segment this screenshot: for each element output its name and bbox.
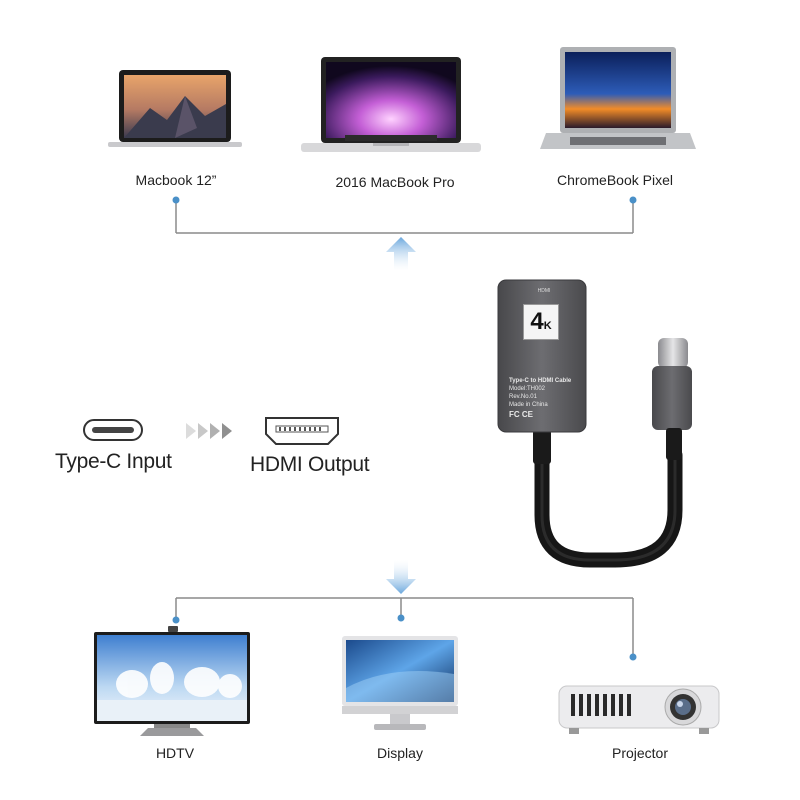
display-monitor-image xyxy=(342,636,458,730)
device-label-hdtv: HDTV xyxy=(155,745,195,761)
down-arrow-icon xyxy=(386,560,416,594)
adapter-spec-text: Type-C to HDMI Cable Model:TH002 Rev.No.… xyxy=(509,377,589,419)
adapter-port-label: HDMI xyxy=(537,288,551,294)
adapter-cable-image xyxy=(497,279,692,568)
type-c-port-icon xyxy=(83,419,143,441)
device-label-display: Display xyxy=(377,745,423,761)
macbook-12-image xyxy=(108,70,242,147)
adapter-4k-letter: K xyxy=(543,320,552,332)
type-c-input-label: Type-C Input xyxy=(55,450,172,473)
hdmi-port-icon xyxy=(265,417,339,445)
adapter-rev: Rev.No.01 xyxy=(509,394,537,400)
device-label-projector: Projector xyxy=(611,745,669,761)
hdmi-output-label: HDMI Output xyxy=(250,453,370,476)
projector-image xyxy=(558,685,720,734)
adapter-spec-title: Type-C to HDMI Cable xyxy=(509,378,572,384)
up-arrow-icon xyxy=(386,237,416,271)
direction-arrows-icon xyxy=(186,423,232,439)
device-label-chromebook-pixel: ChromeBook Pixel xyxy=(557,172,673,188)
hdtv-image xyxy=(94,626,250,736)
adapter-cert: FC CE xyxy=(509,410,533,419)
macbook-pro-image xyxy=(301,57,481,152)
adapter-4k-number: 4 xyxy=(530,308,544,335)
chromebook-pixel-image xyxy=(540,47,696,149)
device-label-macbook-pro: 2016 MacBook Pro xyxy=(335,174,455,190)
adapter-4k-badge: 4K xyxy=(523,304,559,340)
adapter-model: Model:TH002 xyxy=(509,386,546,392)
device-label-macbook-12: Macbook 12” xyxy=(135,172,217,188)
adapter-made-in: Made in China xyxy=(509,402,548,408)
